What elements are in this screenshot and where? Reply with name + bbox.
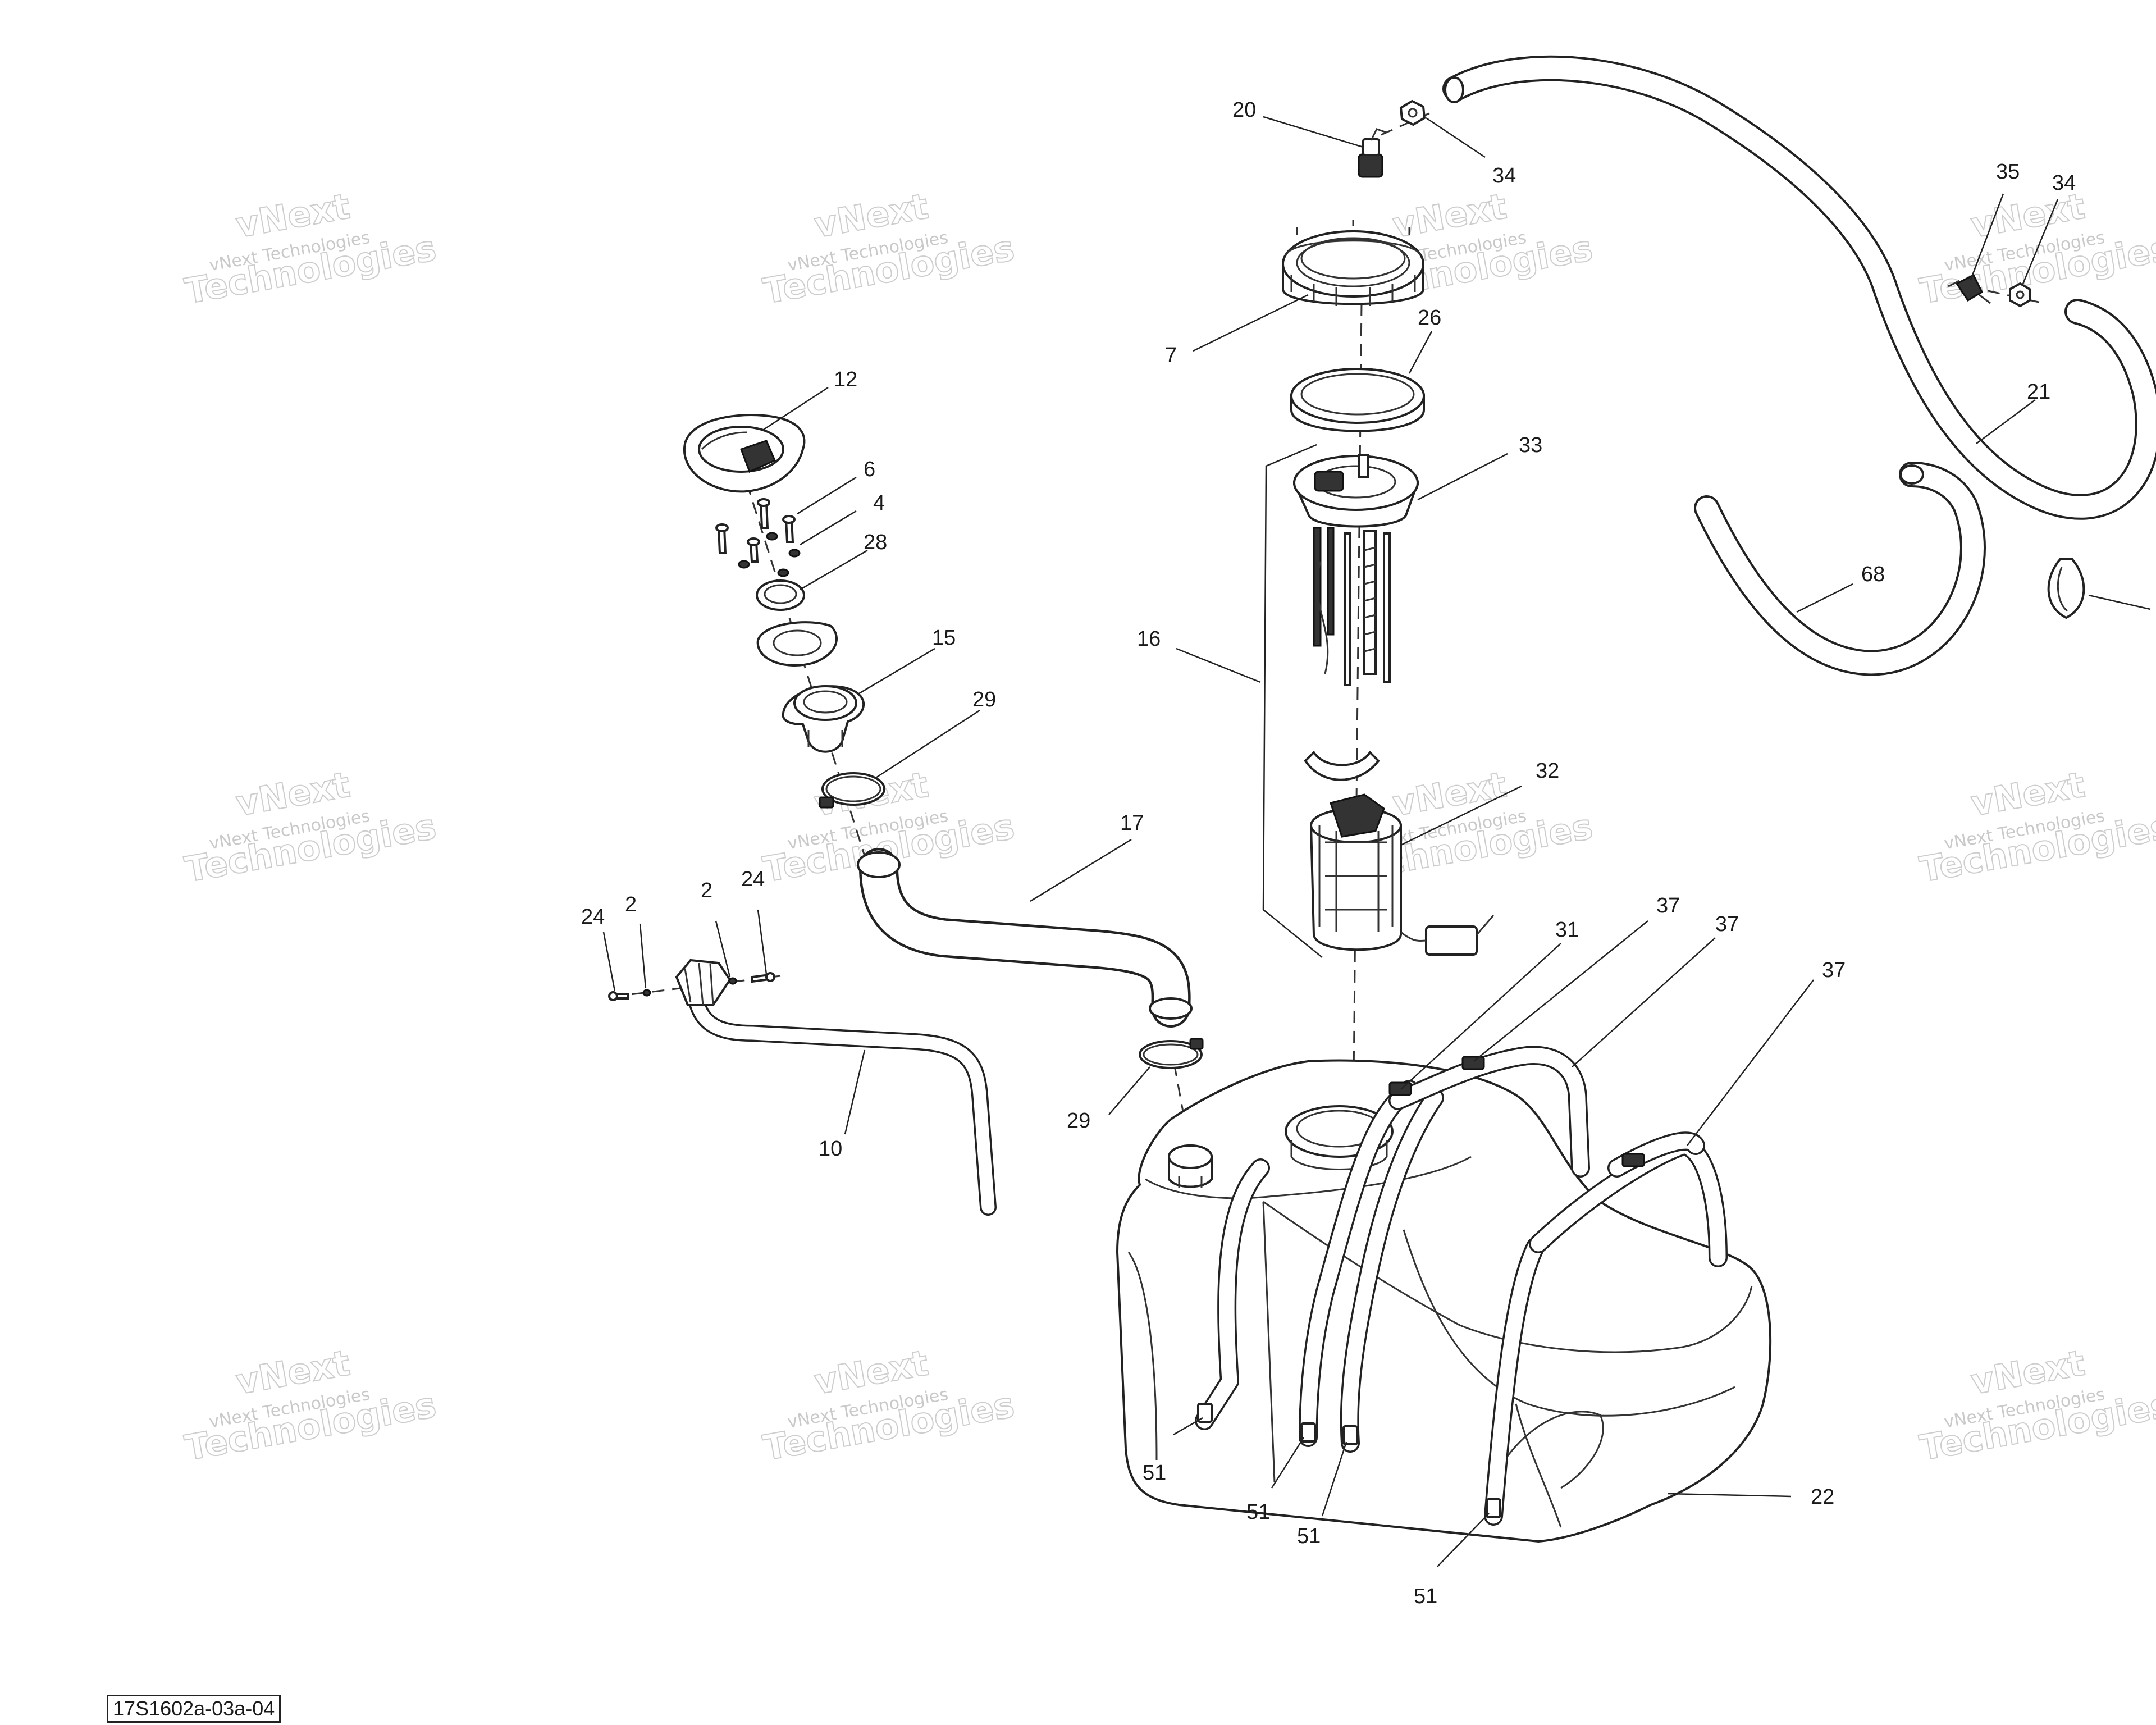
callout-35: 35	[1996, 160, 2020, 184]
callout-51: 51	[1246, 1500, 1270, 1524]
callout-4: 4	[873, 491, 885, 515]
fuel-pump-module	[1293, 454, 1419, 686]
vent-tube	[675, 959, 997, 1216]
callout-12: 12	[834, 368, 857, 391]
lock-ring	[1282, 220, 1424, 306]
callout-15: 15	[932, 626, 956, 650]
callout-26: 26	[1418, 306, 1441, 330]
washers	[738, 532, 801, 577]
callout-17: 17	[1120, 811, 1144, 835]
callout-28: 28	[864, 531, 887, 554]
watermark: vNext vNext Technologies Technologies	[181, 1341, 440, 1469]
drain-hose	[1694, 462, 1986, 676]
callout-33: 33	[1519, 433, 1542, 457]
filler-neck	[782, 685, 865, 753]
fuel-pump	[1304, 750, 1495, 956]
fuel-tank	[1116, 1059, 1772, 1543]
callout-37: 37	[1822, 959, 1846, 982]
watermark: vNext vNext Technologies Technologies	[1916, 185, 2156, 312]
check-valve	[1948, 273, 1991, 304]
callout-7: 7	[1165, 344, 1177, 367]
assembly-bracket	[1262, 444, 1323, 958]
callout-16: 16	[1137, 627, 1161, 651]
callout-68: 68	[1861, 563, 1885, 586]
callout-6: 6	[864, 458, 875, 481]
callout-29: 29	[972, 688, 996, 711]
watermark: vNext vNext Technologies Technologies	[760, 185, 1018, 312]
callout-2: 2	[625, 893, 637, 916]
hose-clamp-right	[2047, 558, 2085, 619]
elbow-fitting	[1358, 128, 1387, 178]
watermark: vNext vNext Technologies Technologies	[181, 185, 440, 312]
callout-29: 29	[1067, 1109, 1090, 1133]
callout-51: 51	[1297, 1525, 1321, 1548]
callout-32: 32	[1536, 759, 1559, 783]
callout-37: 37	[1715, 912, 1739, 936]
callout-21: 21	[2027, 380, 2050, 404]
callout-2: 2	[701, 879, 712, 902]
watermark: vNext vNext Technologies Technologies	[1916, 1341, 2156, 1469]
tank-straps	[1195, 1046, 1728, 1526]
filler-cap-cover	[683, 414, 806, 493]
callout-10: 10	[819, 1137, 842, 1161]
watermark: vNext vNext Technologies Technologies	[181, 763, 440, 891]
watermark: vNext vNext Technologies Technologies	[1916, 763, 2156, 891]
callout-24: 24	[581, 905, 605, 929]
hex-nut-right	[2009, 282, 2031, 308]
callout-34: 34	[1492, 164, 1516, 188]
callout-51: 51	[1414, 1585, 1437, 1608]
callout-34: 34	[2052, 171, 2076, 195]
vent-hose	[1442, 55, 2156, 520]
callout-20: 20	[1232, 98, 1256, 122]
callout-22: 22	[1811, 1485, 1834, 1509]
hose-clamp-lower	[1139, 1038, 1204, 1069]
hex-nut	[1399, 99, 1426, 126]
gasket	[1290, 368, 1425, 432]
filler-hose	[857, 848, 1193, 1028]
strap-buckles	[1197, 1056, 1645, 1518]
screws	[715, 498, 796, 563]
callout-31: 31	[1555, 918, 1579, 942]
leader-lines	[602, 116, 2151, 1567]
hose-clamp-upper	[819, 772, 885, 809]
filler-gasket	[756, 621, 838, 667]
small-fasteners	[608, 972, 775, 1001]
callout-labels: 20 34 35 34 7 26 33 21 68 12 6 4 28 15 2…	[581, 98, 2076, 1608]
retaining-ring	[756, 579, 805, 611]
callout-24: 24	[741, 868, 765, 891]
callout-51: 51	[1143, 1461, 1166, 1485]
diagram-reference-code: 17S1602a-03a-04	[107, 1695, 281, 1723]
watermark: vNext vNext Technologies Technologies	[760, 1341, 1018, 1469]
callout-37: 37	[1656, 894, 1680, 918]
